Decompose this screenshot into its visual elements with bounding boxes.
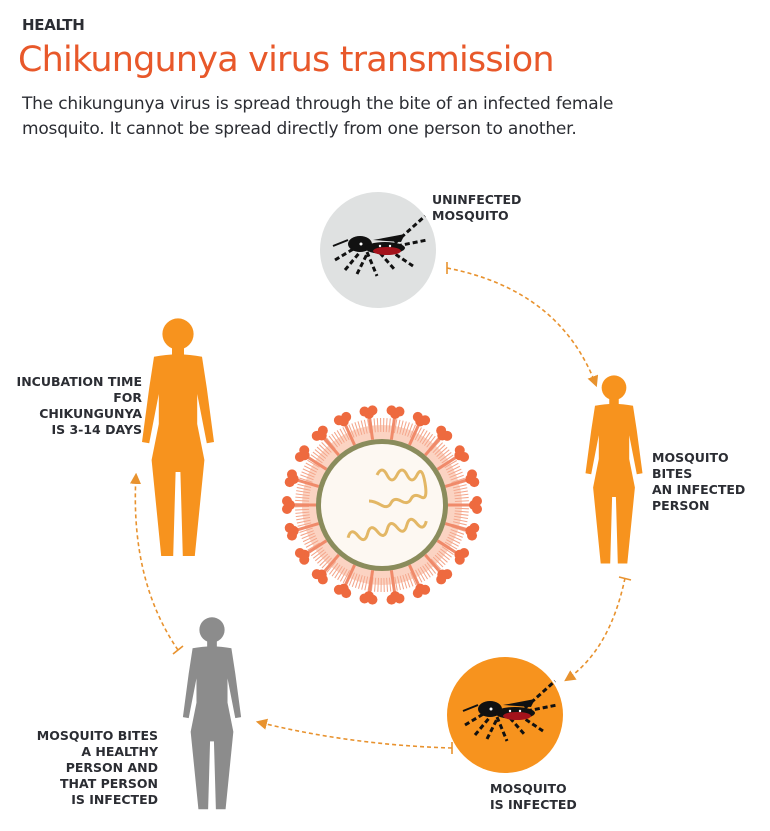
virus-spike-head <box>469 522 480 533</box>
virus-spike-head <box>472 496 482 506</box>
virus-spike-stem <box>297 478 320 488</box>
virus-spike-stem <box>444 478 467 488</box>
virus-spike-stem <box>307 456 328 471</box>
cycle-arrows <box>129 267 626 749</box>
virus-spike-head <box>299 445 310 456</box>
virus-spike-head <box>420 415 431 426</box>
infected-person-figure <box>585 375 643 564</box>
virus-spike-stem <box>444 522 467 532</box>
virus-spike-head <box>394 593 405 604</box>
virus-spike-stem <box>436 539 457 554</box>
virus-spike-head <box>359 406 370 417</box>
label-uninfected-mosquito: UNINFECTED MOSQUITO <box>432 192 522 223</box>
page-title: Chikungunya virus transmission <box>18 40 555 80</box>
virus-spike-head <box>459 452 470 463</box>
virus-spike-head <box>311 569 322 580</box>
virus-spike-head <box>442 430 453 441</box>
virus-spike-head <box>467 469 478 480</box>
virus-spike-head <box>282 496 292 506</box>
virus-spike-stem <box>424 553 441 573</box>
section-kicker: HEALTH <box>22 16 85 34</box>
virus-spike-stem <box>424 437 441 457</box>
virus-spike-head <box>469 477 480 488</box>
incubating-person-figure <box>142 318 214 556</box>
virus-spike-stem <box>389 570 397 593</box>
healthy-person-figure <box>182 617 242 810</box>
virus-spike-head <box>282 504 292 514</box>
virus-spike-head <box>341 411 352 422</box>
virus-spike-head <box>359 593 370 604</box>
virus-spike-head <box>284 522 295 533</box>
virus-spike-stem <box>408 564 420 586</box>
virus-spike-stem <box>367 570 375 593</box>
virus-spike-head <box>294 547 305 558</box>
virus-spike-head <box>286 530 297 541</box>
virus-spike-stem <box>323 437 340 457</box>
virus-spike-head <box>367 405 378 416</box>
virus-spike-head <box>472 504 482 514</box>
virus-spike-stem <box>344 424 356 446</box>
virus-spike-stem <box>307 539 328 554</box>
label-incubation-time: INCUBATION TIME FOR CHIKUNGUNYA IS 3-14 … <box>16 374 142 437</box>
virus-spike-stem <box>389 417 397 440</box>
virus-spike-stem <box>344 564 356 586</box>
virus-spike-stem <box>323 553 340 573</box>
virus-spike-head <box>412 588 423 599</box>
virus-spike-head <box>386 594 397 605</box>
virus-spike-stem <box>297 522 320 532</box>
virus-spike-head <box>367 594 378 605</box>
label-mosquito-infected: MOSQUITO IS INFECTED <box>490 781 577 812</box>
virus-spike-head <box>284 477 295 488</box>
label-bites-infected-person: MOSQUITO BITES AN INFECTED PERSON <box>652 450 746 513</box>
label-bites-healthy-person: MOSQUITO BITES A HEALTHY PERSON AND THAT… <box>36 728 158 807</box>
virus-spike-stem <box>408 424 420 446</box>
virus-spike-head <box>454 554 465 565</box>
virus-spike-stem <box>367 417 375 440</box>
virus-spike-head <box>436 574 447 585</box>
virus-spike-head <box>286 469 297 480</box>
virus-spike-head <box>467 530 478 541</box>
virus-illustration <box>282 405 482 605</box>
virus-spike-head <box>394 406 405 417</box>
virus-spike-head <box>333 584 344 595</box>
virus-spike-head <box>386 405 397 416</box>
subtitle: The chikungunya virus is spread through … <box>22 94 614 139</box>
virus-spike-head <box>317 425 328 436</box>
virus-spike-stem <box>436 456 457 471</box>
